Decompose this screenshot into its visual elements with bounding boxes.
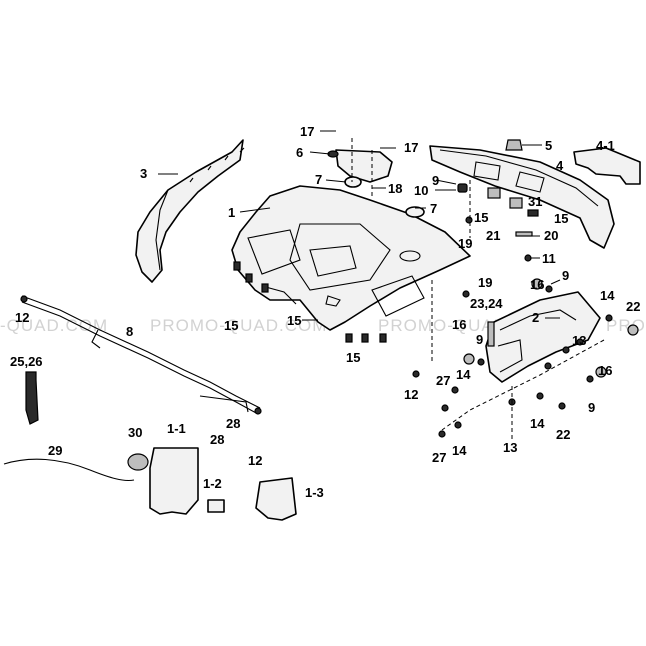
label-18: 18 [388,181,402,196]
label-25-26: 25,26 [10,354,43,369]
label-27-b: 27 [432,450,446,465]
label-15-a: 15 [224,318,238,333]
label-6: 6 [296,145,303,160]
label-12-b: 12 [248,453,262,468]
dashed-leaders [351,138,605,440]
label-1-3: 1-3 [305,485,324,500]
label-22-b: 22 [556,427,570,442]
label-13-a: 13 [572,333,586,348]
part-4-1-pad [573,147,641,185]
label-20: 20 [544,228,558,243]
label-5: 5 [545,138,552,153]
label-4: 4 [556,158,564,173]
watermark-center-1: PROMO-QUAD.COM [150,316,327,335]
label-1: 1 [228,205,235,220]
label-4-1: 4-1 [596,138,615,153]
label-31: 31 [528,194,542,209]
part-6-bracket [327,149,393,183]
label-2: 2 [532,310,539,325]
label-9-b: 9 [562,268,569,283]
part-2-lower-panel [485,291,601,383]
label-11: 11 [542,251,556,266]
part-5-knob [505,139,542,151]
label-23-24: 23,24 [470,296,503,311]
part-4-rear-rack [429,145,615,249]
part-7-plug-b [405,206,425,218]
hardware-cluster [412,183,639,438]
label-27-a: 27 [436,373,450,388]
label-7-a: 7 [315,172,322,187]
part-8-frame-rod [20,295,262,415]
label-28-a: 28 [210,432,224,447]
part-7-plug-a [344,176,362,188]
label-8: 8 [126,324,133,339]
label-12-a: 12 [15,310,29,325]
label-17-b: 17 [404,140,418,155]
label-15-d: 15 [474,210,488,225]
part-1-3-label [255,477,297,521]
part-30-clip [127,453,149,471]
label-22-a: 22 [626,299,640,314]
label-leaders [158,130,561,321]
label-1-2: 1-2 [203,476,222,491]
part-1-1-plate [149,447,199,515]
label-15-c: 15 [346,350,360,365]
label-1-1: 1-1 [167,421,186,436]
label-19-a: 19 [458,236,472,251]
callout-labels: 3 1 8 12 25,26 29 30 1-1 1-2 1-3 28 28 1… [10,124,640,500]
label-14-b: 14 [456,367,471,382]
label-30: 30 [128,425,142,440]
label-19-b: 19 [478,275,492,290]
label-16-c: 16 [598,363,612,378]
label-9-a: 9 [432,173,439,188]
label-14-a: 14 [600,288,615,303]
label-9-c: 9 [476,332,483,347]
part-25-26-strap [25,371,39,425]
label-14-c: 14 [530,416,545,431]
label-10: 10 [414,183,428,198]
label-7-b: 7 [430,201,437,216]
part-3-side-fender [135,139,245,283]
label-16-b: 16 [452,317,466,332]
label-21: 21 [486,228,500,243]
label-17-a: 17 [300,124,314,139]
label-15-b: 15 [287,313,301,328]
part-29-hose [3,458,135,482]
label-12-c: 12 [404,387,418,402]
label-13-b: 13 [503,440,517,455]
label-29: 29 [48,443,62,458]
part-1-2-pad [207,499,225,513]
label-14-d: 14 [452,443,467,458]
label-9-d: 9 [588,400,595,415]
label-3: 3 [140,166,147,181]
label-16-a: 16 [530,277,544,292]
label-28-b: 28 [226,416,240,431]
label-15-e: 15 [554,211,568,226]
part-1-rear-body [231,185,471,343]
